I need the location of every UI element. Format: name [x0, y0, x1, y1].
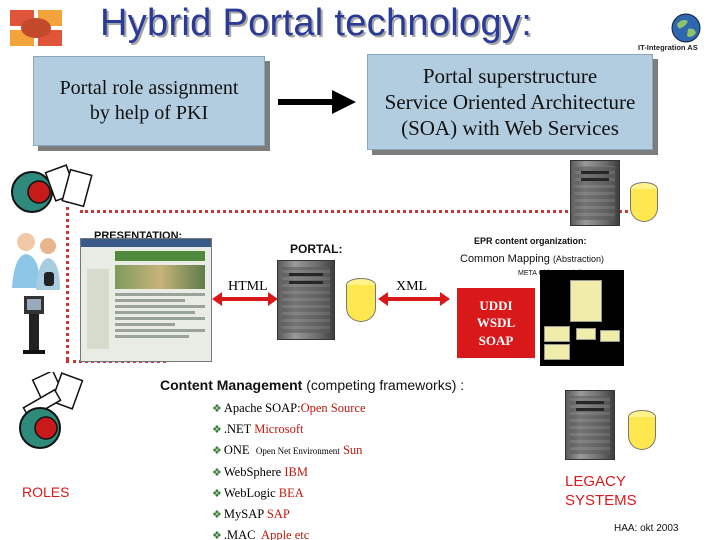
portal-server-icon: [277, 260, 335, 340]
common-mapping-main: Common Mapping: [460, 253, 550, 265]
web-services-box: UDDI WSDL SOAP: [457, 288, 535, 358]
cms-heading-bold: Content Management: [160, 377, 303, 393]
dotted-connector: [80, 210, 640, 213]
epr-server-icon: [570, 160, 620, 226]
portal-label: PORTAL:: [290, 242, 343, 256]
pki-role-box: Portal role assignment by help of PKI: [33, 56, 265, 146]
common-mapping-label: Common Mapping (Abstraction): [460, 253, 604, 265]
bullet-icon: ❖: [212, 445, 222, 458]
cms-heading-rest: (competing frameworks) :: [302, 377, 465, 393]
cms-framework-list: ❖Apache SOAP:Open Source ❖.NET Microsoft…: [212, 398, 366, 540]
soa-box: Portal superstructure Service Oriented A…: [367, 54, 653, 150]
service-wsdl: WSDL: [476, 315, 516, 331]
database-icon: [628, 410, 656, 450]
logo-text: IT-Integration AS: [638, 43, 698, 52]
list-item: ❖MySAP SAP: [212, 507, 290, 522]
soa-text: Portal superstructure Service Oriented A…: [384, 63, 636, 141]
service-soap: SOAP: [478, 332, 514, 348]
list-item: ❖ONE Open Net Environment Sun: [212, 443, 363, 458]
database-icon: [346, 278, 376, 322]
tools-clipart-icon: [8, 369, 100, 452]
page-title: Hybrid Portal technology:: [100, 2, 533, 44]
bullet-icon: ❖: [212, 509, 222, 522]
cms-heading: Content Management (competing frameworks…: [160, 377, 464, 393]
xml-label: XML: [396, 279, 428, 294]
double-arrow-icon: [378, 292, 450, 306]
globe-icon: [670, 12, 702, 44]
portal-webpage-screenshot: [80, 238, 212, 362]
list-item: ❖WebSphere IBM: [212, 464, 308, 479]
arrow-right-icon: [278, 88, 358, 116]
bullet-icon: ❖: [212, 424, 222, 437]
list-item: ❖Apache SOAP:Open Source: [212, 401, 366, 415]
bullet-icon: ❖: [212, 487, 222, 500]
tools-clipart-icon: [6, 158, 98, 216]
kiosk-terminal-icon: [20, 296, 48, 354]
service-uddi: UDDI: [479, 297, 513, 313]
epr-label: EPR content organization:: [474, 236, 587, 246]
list-item: ❖WebLogic BEA: [212, 485, 304, 500]
bullet-icon: ❖: [212, 403, 222, 415]
bullet-icon: ❖: [212, 466, 222, 479]
pki-role-text: Portal role assignment by help of PKI: [59, 77, 239, 124]
double-arrow-icon: [212, 292, 278, 306]
common-mapping-sub: (Abstraction): [552, 254, 604, 264]
legacy-systems-label: LEGACY SYSTEMS: [565, 473, 637, 509]
roles-label: ROLES: [22, 484, 70, 500]
dotted-connector: [66, 200, 69, 360]
object-model-diagram: [540, 270, 624, 366]
html-label: HTML: [228, 279, 268, 294]
user-group-clipart-icon: [8, 228, 64, 292]
legacy-server-icon: [565, 390, 615, 460]
list-item: ❖.NET Microsoft: [212, 422, 304, 437]
list-item: ❖.MAC Apple etc: [212, 525, 366, 540]
windows-flag-icon: [8, 8, 66, 48]
footer-credit: HAA: okt 2003: [614, 523, 679, 534]
bullet-icon: ❖: [212, 530, 222, 540]
database-icon: [630, 182, 658, 222]
